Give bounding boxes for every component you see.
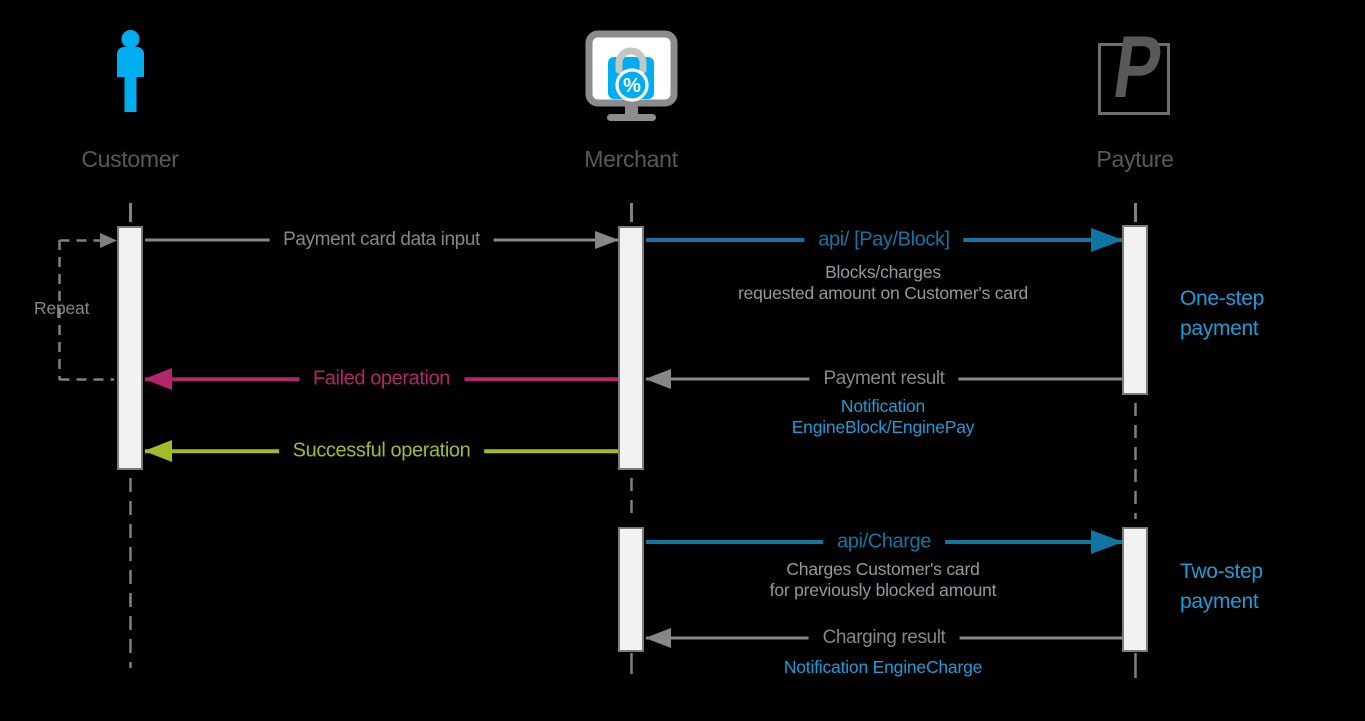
percent-symbol: %	[623, 75, 641, 97]
activation-payture-2	[1122, 527, 1148, 652]
activation-merchant-2	[618, 527, 644, 652]
arrowhead-right-icon	[595, 231, 619, 249]
note-line-1: Charges Customer's card	[786, 559, 980, 579]
repeat-arrowhead-icon	[100, 233, 117, 248]
repeat-label: Repeat	[34, 298, 90, 318]
shop-monitor-icon: %	[585, 30, 678, 121]
arrowhead-left-icon	[144, 368, 172, 390]
note-notification-2: Notification EngineCharge	[683, 657, 1083, 678]
person-icon	[117, 30, 144, 112]
payture-logo: P	[1108, 23, 1168, 116]
note-notification-1: Notification EngineBlock/EnginePay	[683, 396, 1083, 438]
arrowhead-left-icon	[645, 369, 671, 389]
message-api-charge: api/Charge	[646, 529, 1123, 555]
actor-label-customer: Customer	[81, 146, 179, 172]
note-line-2: EngineBlock/EnginePay	[791, 417, 975, 437]
bag-handle	[615, 47, 647, 74]
monitor-base	[607, 114, 656, 121]
caption-one-step: One-step payment	[1180, 287, 1264, 340]
percent-circle	[615, 68, 649, 102]
arrowhead-left-icon	[144, 440, 172, 462]
arrowhead-left-icon	[645, 628, 671, 648]
note-charges-card: Charges Customer's card for previously b…	[683, 559, 1083, 601]
message-label: Charging result	[808, 627, 960, 649]
arrowhead-right-icon	[1091, 530, 1123, 554]
activation-merchant-1	[618, 226, 644, 470]
message-charging-result: Charging result	[645, 625, 1122, 651]
message-api-pay-block: api/ [Pay/Block]	[646, 227, 1123, 253]
actor-label-payture: Payture	[1096, 146, 1174, 172]
note-line-1: Notification	[840, 396, 926, 416]
message-successful-operation: Successful operation	[144, 438, 618, 464]
activation-customer	[117, 226, 143, 470]
note-line-1: Blocks/charges	[825, 262, 941, 282]
message-label: api/Charge	[823, 530, 945, 554]
message-label: Payment result	[809, 368, 959, 390]
message-label: Successful operation	[278, 439, 485, 463]
payture-logo-box	[1098, 43, 1170, 115]
message-failed-operation: Failed operation	[144, 366, 618, 392]
note-blocks-charges: Blocks/charges requested amount on Custo…	[683, 262, 1083, 304]
message-payment-result: Payment result	[645, 366, 1122, 392]
note-line-1: Notification EngineCharge	[783, 657, 983, 677]
message-label: api/ [Pay/Block]	[804, 228, 964, 252]
note-line-2: requested amount on Customer's card	[737, 283, 1029, 303]
activation-payture-1	[1122, 225, 1148, 395]
note-line-2: for previously blocked amount	[769, 580, 997, 600]
message-label: Payment card data input	[269, 229, 494, 251]
monitor-neck	[625, 103, 638, 116]
arrowhead-right-icon	[1091, 228, 1123, 252]
actor-label-merchant: Merchant	[584, 146, 678, 172]
message-card-input: Payment card data input	[145, 227, 619, 253]
message-label: Failed operation	[298, 367, 465, 391]
caption-two-step: Two-step payment	[1180, 560, 1263, 613]
